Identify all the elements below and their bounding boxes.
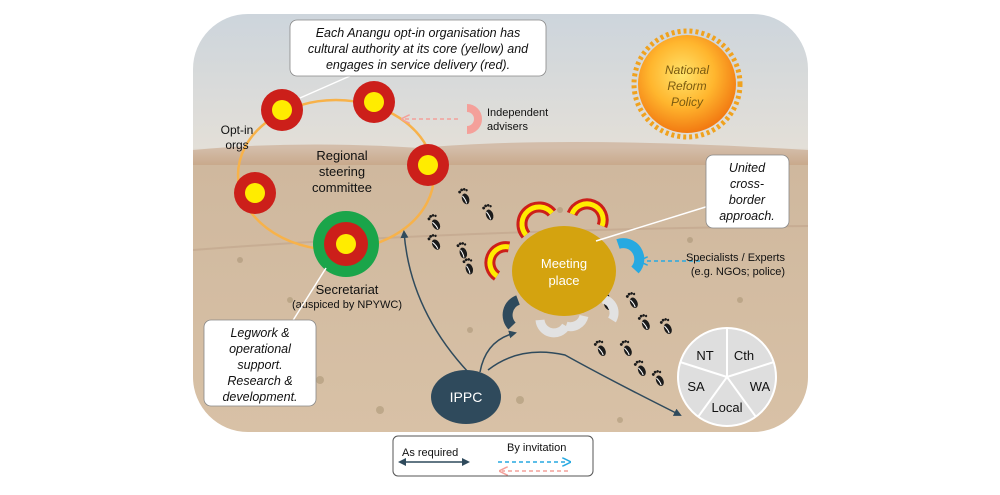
callout-legwork-line-2: operational [229, 342, 292, 356]
ippc-label: IPPC [450, 389, 483, 405]
callout-united-line-4: approach. [719, 209, 775, 223]
gov-slice-wa: WA [750, 379, 771, 394]
callout-united-line-1: United [729, 161, 766, 175]
legend-by-invitation-label: By invitation [507, 442, 566, 454]
callout-top-line-2: cultural authority at its core (yellow) … [308, 42, 529, 56]
opt-in-org [234, 172, 276, 214]
meeting-place: Meeting place [484, 198, 645, 338]
opt-in-org [353, 81, 395, 123]
gov-slice-local: Local [711, 400, 742, 415]
opt-in-org [261, 89, 303, 131]
governments-pie: NT Cth WA Local SA [677, 327, 777, 427]
ippc-to-governments-arrow [487, 351, 682, 416]
secretariat-node [313, 211, 379, 277]
opt-in-org [407, 144, 449, 186]
gov-slice-nt: NT [696, 348, 713, 363]
national-reform-policy: National Reform Policy [631, 28, 743, 140]
callout-top-line-3: engages in service delivery (red). [326, 58, 510, 72]
opt-in-label-2: orgs [225, 138, 248, 152]
meeting-label-1: Meeting [541, 256, 587, 271]
rsc-label-1: Regional [316, 148, 367, 163]
meeting-label-2: place [548, 273, 579, 288]
callout-united-line-3: border [729, 193, 766, 207]
callout-united-line-2: cross- [730, 177, 764, 191]
independent-label-2: advisers [487, 121, 528, 133]
callout-top-line-1: Each Anangu opt-in organisation has [316, 26, 521, 40]
secretariat-label: Secretariat [316, 282, 379, 297]
independent-label-1: Independent [487, 107, 548, 119]
callout-legwork-line-1: Legwork & [230, 326, 289, 340]
rsc-label-3: committee [312, 180, 372, 195]
legend: As required By invitation [392, 435, 594, 477]
callout-legwork: Legwork & operational support. Research … [203, 267, 327, 407]
specialists-label-2: (e.g. NGOs; police) [691, 266, 785, 278]
callout-legwork-line-5: development. [222, 390, 297, 404]
opt-in-label-1: Opt-in [221, 123, 254, 137]
nrp-label-1: National [665, 63, 709, 77]
gov-slice-cth: Cth [734, 348, 754, 363]
opt-in-orgs [234, 81, 449, 214]
secretariat-sublabel: (auspiced by NPYWC) [292, 299, 402, 311]
gov-slice-sa: SA [687, 379, 705, 394]
callout-legwork-line-4: Research & [227, 374, 292, 388]
nrp-label-3: Policy [671, 95, 704, 109]
nrp-label-2: Reform [667, 79, 706, 93]
independent-advisers-marker [466, 104, 482, 134]
callout-united-approach: United cross- border approach. [595, 154, 790, 242]
ippc-node: IPPC [431, 370, 501, 424]
callout-cultural-authority: Each Anangu opt-in organisation has cult… [289, 19, 547, 99]
rsc-label-2: steering [319, 164, 365, 179]
ippc-to-meeting-arrow [479, 330, 517, 373]
legend-as-required-label: As required [402, 447, 458, 459]
ippc-to-committee-arrow [400, 230, 470, 374]
callout-legwork-line-3: support. [237, 358, 282, 372]
specialists-label-1: Specialists / Experts [686, 252, 786, 264]
